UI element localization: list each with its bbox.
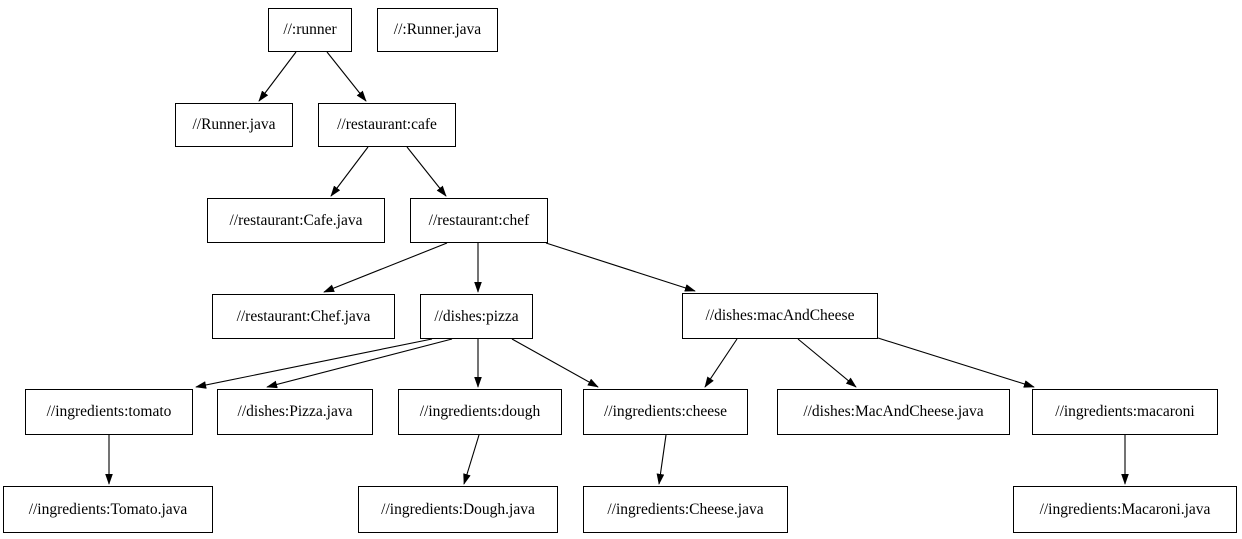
node-label: //:Runner.java xyxy=(393,21,482,39)
node-tomato: //ingredients:tomato xyxy=(25,389,193,435)
node-macaroni-java: //ingredients:Macaroni.java xyxy=(1013,486,1237,533)
edge-cheese-to-cheese-java xyxy=(656,434,667,485)
node-dough: //ingredients:dough xyxy=(398,389,562,435)
edge-runner-to-runner-java xyxy=(258,51,297,102)
edge-mac-and-cheese-to-cheese xyxy=(704,338,738,388)
node-label: //Runner.java xyxy=(192,116,276,134)
node-runner-java: //Runner.java xyxy=(175,103,293,147)
node-cafe: //restaurant:cafe xyxy=(318,103,456,147)
node-chef: //restaurant:chef xyxy=(410,198,548,243)
node-label: //ingredients:Cheese.java xyxy=(607,500,764,518)
node-chef-java: //restaurant:Chef.java xyxy=(212,294,395,339)
node-mac-and-cheese: //dishes:macAndCheese xyxy=(682,293,878,339)
node-cheese-java: //ingredients:Cheese.java xyxy=(583,486,788,533)
edge-chef-to-chef-java xyxy=(323,242,448,293)
node-cafe-java: //restaurant:Cafe.java xyxy=(207,198,385,243)
node-label: //dishes:pizza xyxy=(434,307,519,325)
node-mac-and-cheese-java: //dishes:MacAndCheese.java xyxy=(777,389,1010,435)
edge-pizza-to-cheese xyxy=(511,338,599,388)
edge-dough-to-dough-java xyxy=(463,434,480,485)
node-label: //ingredients:tomato xyxy=(46,403,172,421)
node-label: //dishes:macAndCheese xyxy=(705,307,855,325)
node-label: //ingredients:Macaroni.java xyxy=(1039,500,1211,518)
node-label: //ingredients:Tomato.java xyxy=(28,500,188,518)
node-label: //ingredients:Dough.java xyxy=(381,500,535,518)
node-label: //ingredients:dough xyxy=(419,403,541,421)
edge-chef-to-mac-and-cheese xyxy=(545,242,696,292)
node-cheese: //ingredients:cheese xyxy=(583,389,748,435)
node-label: //restaurant:Cafe.java xyxy=(229,211,363,229)
node-label: //ingredients:macaroni xyxy=(1055,403,1195,421)
node-label: //dishes:MacAndCheese.java xyxy=(803,403,984,421)
edge-mac-and-cheese-to-macaroni xyxy=(877,337,1035,388)
edge-group xyxy=(105,51,1129,485)
node-pizza: //dishes:pizza xyxy=(420,294,533,339)
node-label: //dishes:Pizza.java xyxy=(237,403,353,421)
node-label: //:runner xyxy=(283,21,337,39)
edge-pizza-to-pizza-java xyxy=(266,338,453,389)
edge-pizza-to-tomato xyxy=(195,338,433,389)
edge-cafe-to-chef xyxy=(406,146,447,197)
node-runner: //:runner xyxy=(268,8,352,52)
node-label: //ingredients:cheese xyxy=(603,403,728,421)
node-macaroni: //ingredients:macaroni xyxy=(1032,389,1218,435)
node-label: //restaurant:chef xyxy=(428,211,530,229)
node-pizza-java: //dishes:Pizza.java xyxy=(217,389,373,435)
edge-runner-to-cafe xyxy=(326,51,367,102)
node-label: //restaurant:Chef.java xyxy=(236,307,371,325)
edge-cafe-to-cafe-java xyxy=(330,146,369,197)
edge-mac-and-cheese-to-mac-and-cheese-java xyxy=(797,338,857,388)
node-runner-java-top: //:Runner.java xyxy=(377,8,498,52)
node-tomato-java: //ingredients:Tomato.java xyxy=(3,486,213,533)
node-dough-java: //ingredients:Dough.java xyxy=(358,486,558,533)
node-label: //restaurant:cafe xyxy=(337,116,437,134)
